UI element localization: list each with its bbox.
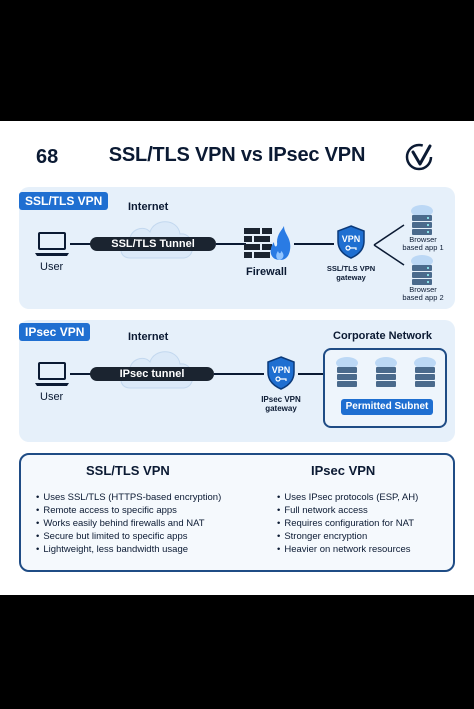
- ipsec-shield-text: VPN: [272, 365, 291, 375]
- page-title: SSL/TLS VPN vs IPsec VPN: [108, 144, 366, 166]
- permitted-subnet-badge: Permitted Subnet: [341, 399, 433, 415]
- ipsec-link-user: [70, 373, 92, 375]
- ssl-vpn-gateway-shield-icon: VPN: [337, 225, 365, 259]
- ssl-feature-item: Uses SSL/TLS (HTTPS-based encryption): [36, 491, 221, 504]
- ipsec-feature-item: Heavier on network resources: [277, 543, 418, 556]
- laptop-icon: [35, 362, 69, 386]
- ipsec-feature-item: Requires configuration for NAT: [277, 517, 418, 530]
- ssl-feature-item: Secure but limited to specific apps: [36, 530, 221, 543]
- ipsec-gateway-label-1: IPsec VPN: [261, 395, 301, 404]
- app2-label-2: based app 2: [402, 293, 444, 302]
- ipsec-vpn-tag: IPsec VPN: [19, 323, 91, 341]
- ipsec-feature-item: Uses IPsec protocols (ESP, AH): [277, 491, 418, 504]
- ipsec-user-label: User: [40, 391, 64, 403]
- ipsec-link-gateway: [214, 373, 264, 375]
- firewall-label: Firewall: [246, 266, 287, 278]
- corporate-server-icon: [336, 357, 358, 387]
- ssl-link-firewall: [216, 243, 246, 245]
- ipsec-tunnel: IPsec tunnel: [90, 367, 214, 381]
- ipsec-feature-item: Stronger encryption: [277, 530, 418, 543]
- ssl-gateway-label-2: gateway: [336, 273, 366, 282]
- corporate-network-label: Corporate Network: [333, 330, 433, 342]
- ssl-shield-text: VPN: [342, 234, 361, 244]
- ssl-vpn-tag: SSL/TLS VPN: [19, 192, 109, 210]
- ssl-link-user: [70, 243, 92, 245]
- ipsec-vpn-gateway-shield-icon: VPN: [267, 356, 295, 390]
- ssl-feature-list: Uses SSL/TLS (HTTPS-based encryption) Re…: [36, 491, 221, 556]
- app2-server-icon: [411, 255, 433, 285]
- app2-label-1: Browser: [409, 285, 437, 294]
- ssl-user-label: User: [40, 261, 64, 273]
- ipsec-feature-item: Full network access: [277, 504, 418, 517]
- ssl-gateway-label-1: SSL/TLS VPN: [326, 264, 376, 273]
- ipsec-gateway-label-2: gateway: [265, 404, 297, 413]
- brand-logo-right-icon: [405, 143, 433, 171]
- corporate-server-icon: [414, 357, 436, 387]
- ssl-feature-item: Remote access to specific apps: [36, 504, 221, 517]
- ipsec-feature-list: Uses IPsec protocols (ESP, AH) Full netw…: [277, 491, 418, 556]
- ssl-feature-item: Works easily behind firewalls and NAT: [36, 517, 221, 530]
- ssl-internet-label: Internet: [128, 201, 169, 213]
- ipsec-internet-label: Internet: [128, 331, 169, 343]
- ipsec-column-title: IPsec VPN: [311, 463, 376, 478]
- app1-label-1: Browser: [409, 235, 437, 244]
- brand-logo-left-icon: 68: [36, 146, 58, 167]
- ssl-tls-tunnel: SSL/TLS Tunnel: [90, 237, 216, 251]
- app1-server-icon: [411, 205, 433, 235]
- branch-arrows-icon: [373, 224, 405, 266]
- app1-label-2: based app 1: [402, 243, 444, 252]
- laptop-icon: [35, 232, 69, 256]
- ipsec-link-corporate: [298, 373, 323, 375]
- ssl-link-gateway: [294, 243, 334, 245]
- firewall-icon: [244, 226, 291, 260]
- corporate-server-icon: [375, 357, 397, 387]
- ssl-column-title: SSL/TLS VPN: [86, 463, 170, 478]
- logo-left-text: 68: [36, 146, 58, 167]
- ssl-feature-item: Lightweight, less bandwidth usage: [36, 543, 221, 556]
